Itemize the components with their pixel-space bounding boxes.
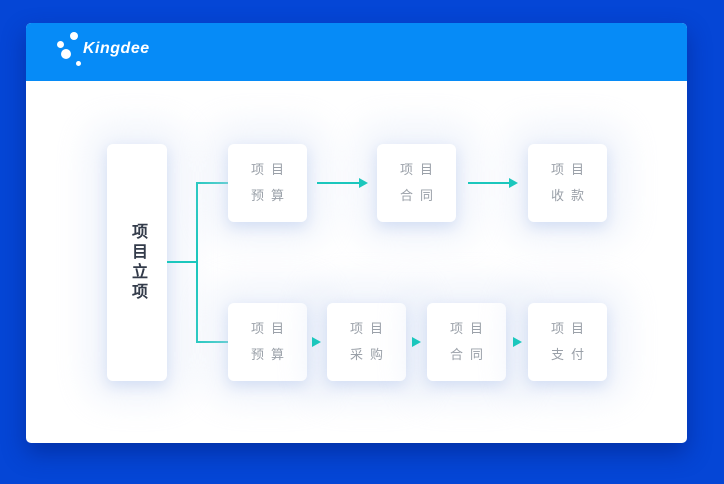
flow-node-label: 合同: [449, 347, 490, 362]
flow-node-label: 预算: [250, 347, 291, 362]
flow-node-project-payment: 项目 支付: [528, 303, 607, 381]
arrow-head-icon: [412, 337, 421, 347]
connector-spine-to-bottom-row: [196, 341, 228, 343]
flow-node-project-budget-top: 项目 预算: [228, 144, 307, 222]
flow-node-label: 项目: [550, 321, 591, 336]
logo-dot-icon: [70, 32, 78, 40]
arrow-right-icon: [468, 178, 518, 188]
arrow-shaft: [317, 182, 360, 184]
flow-node-label: 预算: [250, 188, 291, 203]
flow-node-label: 项目: [449, 321, 490, 336]
flow-node-label: 项目: [399, 162, 440, 177]
logo-wordmark: Kingdee: [83, 40, 150, 57]
flow-node-label: 支付: [550, 347, 591, 362]
flow-node-label: 项目: [349, 321, 390, 336]
flow-node-project-contract-bottom: 项目 合同: [427, 303, 506, 381]
flow-node-label: 采购: [349, 347, 390, 362]
arrow-shaft: [468, 182, 510, 184]
flow-node-label: 项目: [250, 321, 291, 336]
flow-node-label: 项目: [250, 162, 291, 177]
arrow-right-icon: [317, 178, 368, 188]
kingdee-logo: Kingdee: [26, 23, 226, 81]
arrow-head-icon: [513, 337, 522, 347]
flow-node-label: 收款: [550, 188, 591, 203]
arrow-head-icon: [509, 178, 518, 188]
flow-node-label: 合同: [399, 188, 440, 203]
header-bar: Kingdee: [26, 23, 687, 81]
flow-node-label: 项目: [550, 162, 591, 177]
flow-node-label: 项目立项: [129, 222, 146, 303]
flow-node-project-contract-top: 项目 合同: [377, 144, 456, 222]
flow-node-project-initiation: 项目立项: [107, 144, 167, 381]
arrow-head-icon: [312, 337, 321, 347]
connector-spine: [196, 182, 198, 343]
flow-node-project-budget-bottom: 项目 预算: [228, 303, 307, 381]
logo-dot-icon: [76, 61, 81, 66]
app-card: Kingdee 项目立项 项目 预算 项目 合同 项目 收款 项目 预算 项目 …: [26, 23, 687, 443]
flow-node-project-receipt: 项目 收款: [528, 144, 607, 222]
arrow-head-icon: [359, 178, 368, 188]
flow-node-project-procurement: 项目 采购: [327, 303, 406, 381]
logo-dot-icon: [57, 41, 64, 48]
connector-root-to-spine: [167, 261, 198, 263]
logo-dot-icon: [61, 49, 71, 59]
connector-spine-to-top-row: [196, 182, 228, 184]
